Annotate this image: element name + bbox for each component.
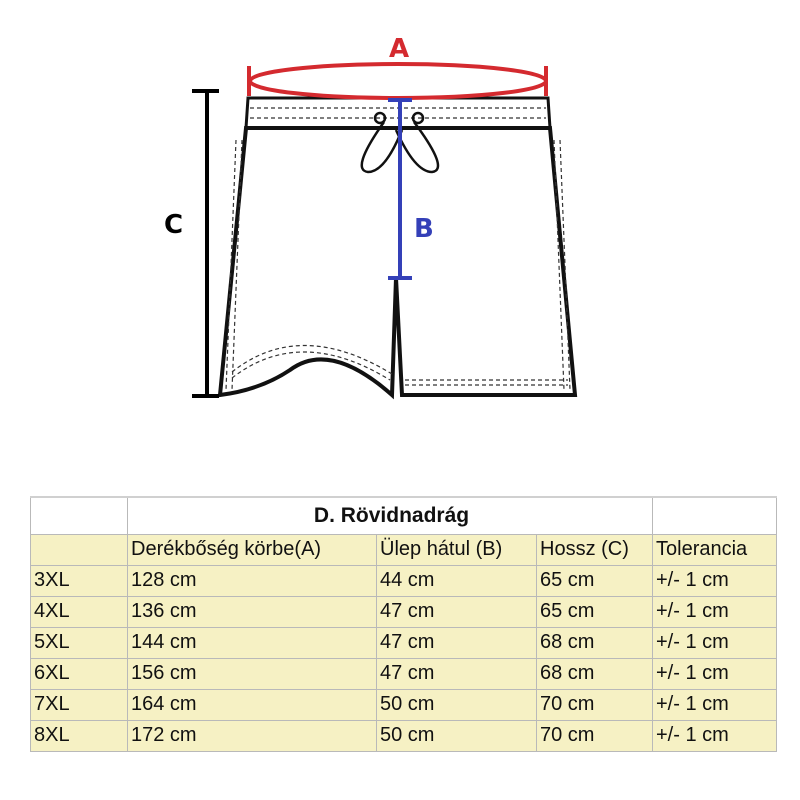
- label-b: B: [414, 214, 434, 244]
- size-cell: 3XL: [30, 564, 128, 597]
- size-chart-table: D. Rövidnadrág Derékbőség körbe(A) Ülep …: [30, 496, 777, 752]
- header-cell: Hossz (C): [536, 533, 653, 566]
- table-header-row: Derékbőség körbe(A) Ülep hátul (B) Hossz…: [30, 533, 777, 566]
- value-cell: 70 cm: [536, 688, 653, 721]
- value-cell: 44 cm: [376, 564, 537, 597]
- size-cell: 5XL: [30, 626, 128, 659]
- value-cell: +/- 1 cm: [652, 595, 777, 628]
- value-cell: 47 cm: [376, 595, 537, 628]
- drawstring-icon: [360, 111, 440, 174]
- size-cell: 8XL: [30, 719, 128, 752]
- value-cell: 68 cm: [536, 657, 653, 690]
- value-cell: 50 cm: [376, 719, 537, 752]
- header-cell: Derékbőség körbe(A): [127, 533, 377, 566]
- header-cell: [30, 533, 128, 566]
- value-cell: 50 cm: [376, 688, 537, 721]
- size-cell: 4XL: [30, 595, 128, 628]
- value-cell: +/- 1 cm: [652, 657, 777, 690]
- value-cell: 47 cm: [376, 657, 537, 690]
- value-cell: 172 cm: [127, 719, 377, 752]
- shorts-illustration: [192, 62, 578, 400]
- value-cell: 164 cm: [127, 688, 377, 721]
- header-cell: Ülep hátul (B): [376, 533, 537, 566]
- value-cell: +/- 1 cm: [652, 719, 777, 752]
- value-cell: 70 cm: [536, 719, 653, 752]
- value-cell: 47 cm: [376, 626, 537, 659]
- value-cell: +/- 1 cm: [652, 626, 777, 659]
- value-cell: 144 cm: [127, 626, 377, 659]
- value-cell: 128 cm: [127, 564, 377, 597]
- value-cell: +/- 1 cm: [652, 564, 777, 597]
- value-cell: 68 cm: [536, 626, 653, 659]
- value-cell: 65 cm: [536, 595, 653, 628]
- table-title-row: D. Rövidnadrág: [30, 496, 777, 535]
- label-a: A: [389, 34, 410, 64]
- shorts-measurement-diagram: A B C: [164, 34, 578, 400]
- value-cell: +/- 1 cm: [652, 688, 777, 721]
- value-cell: 65 cm: [536, 564, 653, 597]
- value-cell: 136 cm: [127, 595, 377, 628]
- value-cell: 156 cm: [127, 657, 377, 690]
- label-c: C: [164, 210, 184, 240]
- size-cell: 7XL: [30, 688, 128, 721]
- header-cell: Tolerancia: [652, 533, 777, 566]
- size-cell: 6XL: [30, 657, 128, 690]
- table-title: D. Rövidnadrág: [127, 496, 653, 535]
